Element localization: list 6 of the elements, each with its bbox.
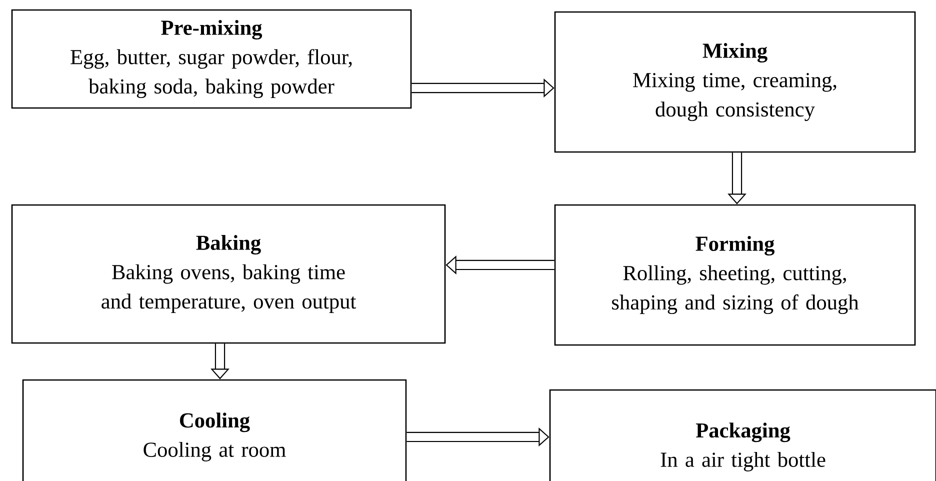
process-box: Cooling Cooling at room (22, 379, 407, 481)
process-box: Forming Rolling, sheeting, cutting, shaping and sizing of dough (554, 204, 916, 346)
process-box: Packaging In a air tight bottle (549, 389, 936, 481)
process-box: Mixing Mixing time, creaming, dough consistency (554, 11, 916, 153)
process-box: Pre-mixing Egg, butter, sugar powder, flour, baking soda, baking powder (11, 9, 412, 109)
process-box: Baking Baking ovens, baking time and temperature, oven output (11, 204, 446, 344)
